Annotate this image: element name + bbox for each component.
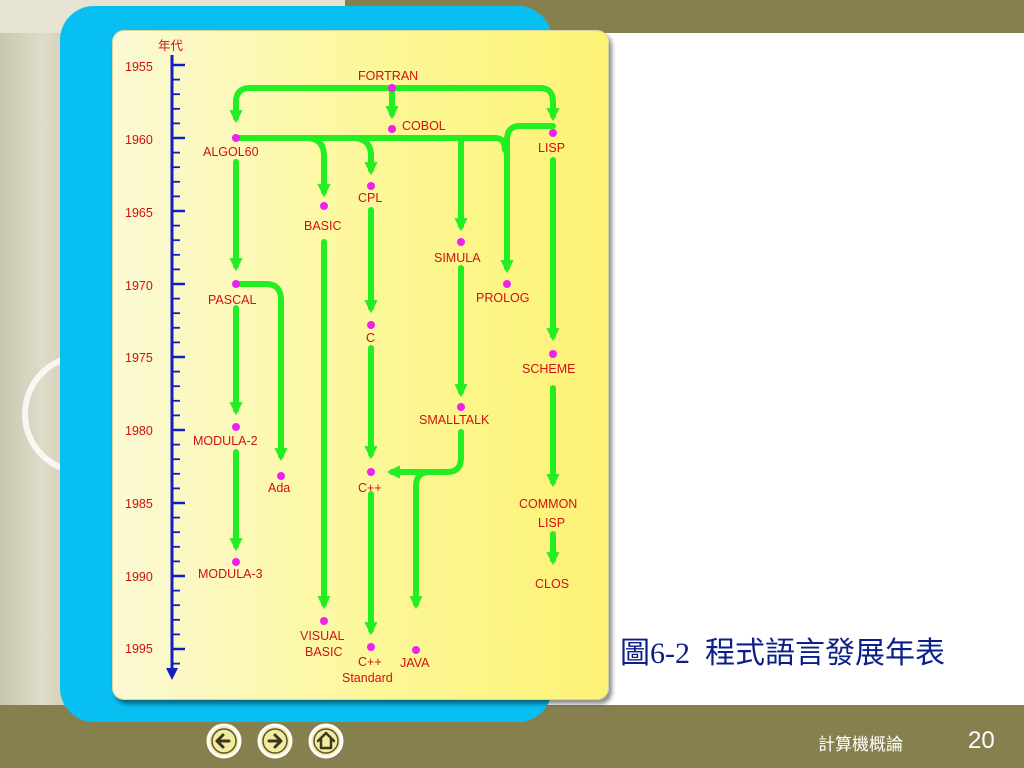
label-common-lisp-line1: COMMON [519, 497, 577, 511]
dot-pascal [232, 280, 240, 288]
label-cpl: CPL [358, 191, 382, 205]
label-prolog: PROLOG [476, 291, 530, 305]
edge-smalltalk-java [409, 469, 433, 610]
label-fortran: FORTRAN [358, 69, 418, 83]
label-java: JAVA [400, 656, 430, 670]
year-label-1985: 1985 [125, 497, 153, 511]
dot-basic [320, 202, 328, 210]
label-algol60: ALGOL60 [203, 145, 259, 159]
dot-ada [277, 472, 285, 480]
dot-cpp [367, 468, 375, 476]
edge-lisp-prolog [500, 123, 556, 274]
node-dots [232, 84, 557, 654]
footer-course-title: 計算機概論 [818, 735, 903, 755]
edge-algol60-cpl [349, 135, 378, 176]
label-ada: Ada [268, 481, 290, 495]
edge-smalltalk-cpp [386, 429, 464, 479]
language-timeline-diagram: 年代 1955 1960 1965 1970 1975 1980 1985 19… [125, 39, 577, 685]
label-c: C [366, 331, 375, 345]
arrow-right-circle-icon [257, 723, 293, 759]
label-pascal: PASCAL [208, 293, 256, 307]
dot-smalltalk [457, 403, 465, 411]
label-cpp: C++ [358, 481, 382, 495]
year-label-1960: 1960 [125, 133, 153, 147]
axis-arrowhead [166, 668, 178, 680]
dot-scheme [549, 350, 557, 358]
label-simula: SIMULA [434, 251, 481, 265]
year-label-1990: 1990 [125, 570, 153, 584]
dot-modula3 [232, 558, 240, 566]
dot-visualbasic [320, 617, 328, 625]
dot-lisp [549, 129, 557, 137]
node-labels: FORTRAN COBOL ALGOL60 LISP CPL BASIC SIM… [193, 69, 577, 685]
dot-modula2 [232, 423, 240, 431]
year-label-1955: 1955 [125, 60, 153, 74]
page-number: 20 [968, 727, 995, 754]
year-label-1995: 1995 [125, 642, 153, 656]
dot-cppstandard [367, 643, 375, 651]
year-label-1980: 1980 [125, 424, 153, 438]
figure-caption: 圖6-2 程式語言發展年表 [620, 637, 945, 670]
next-slide-button[interactable] [256, 722, 294, 760]
year-label-1975: 1975 [125, 351, 153, 365]
label-clos: CLOS [535, 577, 569, 591]
label-smalltalk: SMALLTALK [419, 413, 490, 427]
label-basic: BASIC [304, 219, 342, 233]
timeline-axis: 年代 1955 1960 1965 1970 1975 1980 1985 19… [125, 39, 185, 680]
dot-algol60 [232, 134, 240, 142]
label-cobol: COBOL [402, 119, 446, 133]
dot-simula [457, 238, 465, 246]
dot-prolog [503, 280, 511, 288]
label-scheme: SCHEME [522, 362, 575, 376]
label-common-lisp-line2: LISP [538, 516, 565, 530]
dot-cobol [388, 125, 396, 133]
home-icon [308, 723, 344, 759]
axis-title: 年代 [158, 39, 184, 53]
edge-algol60-basic [303, 135, 331, 198]
label-cpp-standard-line1: C++ [358, 655, 382, 669]
label-lisp: LISP [538, 141, 565, 155]
dot-fortran [388, 84, 396, 92]
edges [229, 85, 560, 636]
edge-fortran-lisp [389, 85, 560, 122]
axis-ticks [172, 63, 185, 665]
dot-c [367, 321, 375, 329]
label-cpp-standard-line2: Standard [342, 671, 393, 685]
year-label-1965: 1965 [125, 206, 153, 220]
home-button[interactable] [307, 722, 345, 760]
arrow-left-circle-icon [206, 723, 242, 759]
dot-java [412, 646, 420, 654]
label-visual-basic-line1: VISUAL [300, 629, 345, 643]
label-visual-basic-line2: BASIC [305, 645, 343, 659]
prev-slide-button[interactable] [205, 722, 243, 760]
edge-fortran-algol60 [229, 85, 395, 124]
edge-pascal-ada [233, 281, 288, 462]
label-modula2: MODULA-2 [193, 434, 258, 448]
year-label-1970: 1970 [125, 279, 153, 293]
label-modula3: MODULA-3 [198, 567, 263, 581]
dot-cpl [367, 182, 375, 190]
